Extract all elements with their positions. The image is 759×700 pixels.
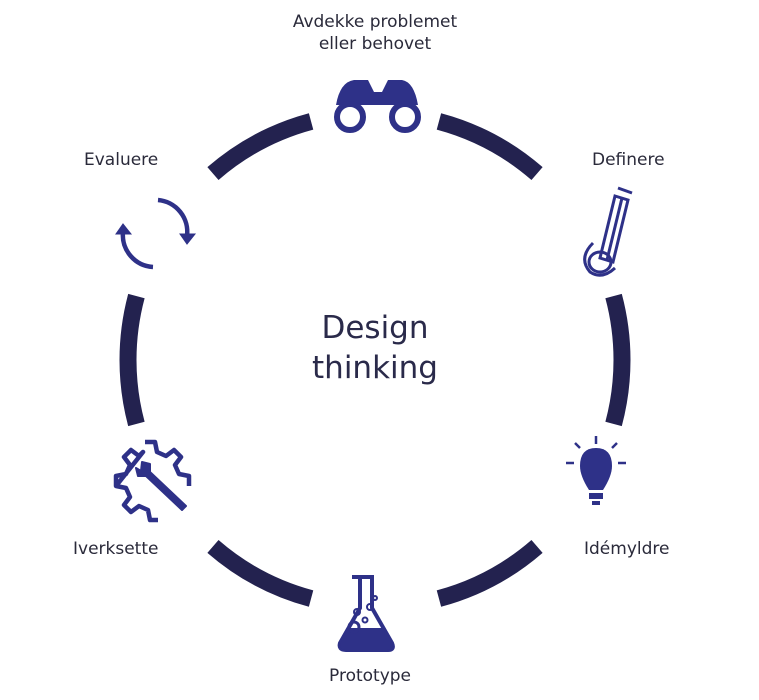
flask-icon [337,575,395,652]
step-label-prototype: Prototype [329,666,412,686]
ring-segment [605,293,631,427]
gear-wrench-icon [113,439,192,523]
title-line-2: thinking [312,350,438,386]
step-label-define: Definere [592,150,665,170]
step-label-ideate: Idémyldre [584,539,670,559]
diagram-title: Design thinking [275,308,475,388]
lightbulb-icon [566,436,626,505]
title-line-1: Design [321,310,429,346]
cycle-ring [119,113,631,607]
step-label-implement: Iverksette [73,539,159,559]
step-label-line-2: eller behovet [318,34,432,54]
ring-segment [436,539,543,607]
step-label-discover: Avdekke problemet eller behovet [275,11,475,55]
ring-segment [436,113,543,181]
ring-segment [207,539,314,607]
ring-segment [119,293,145,427]
cycle-arrows-icon [115,197,197,270]
pencil-icon [583,186,633,277]
ring-segment [207,113,314,181]
binoculars-icon [334,80,421,133]
step-label-evaluate: Evaluere [84,150,159,170]
step-label-line-1: Avdekke problemet [292,12,458,32]
